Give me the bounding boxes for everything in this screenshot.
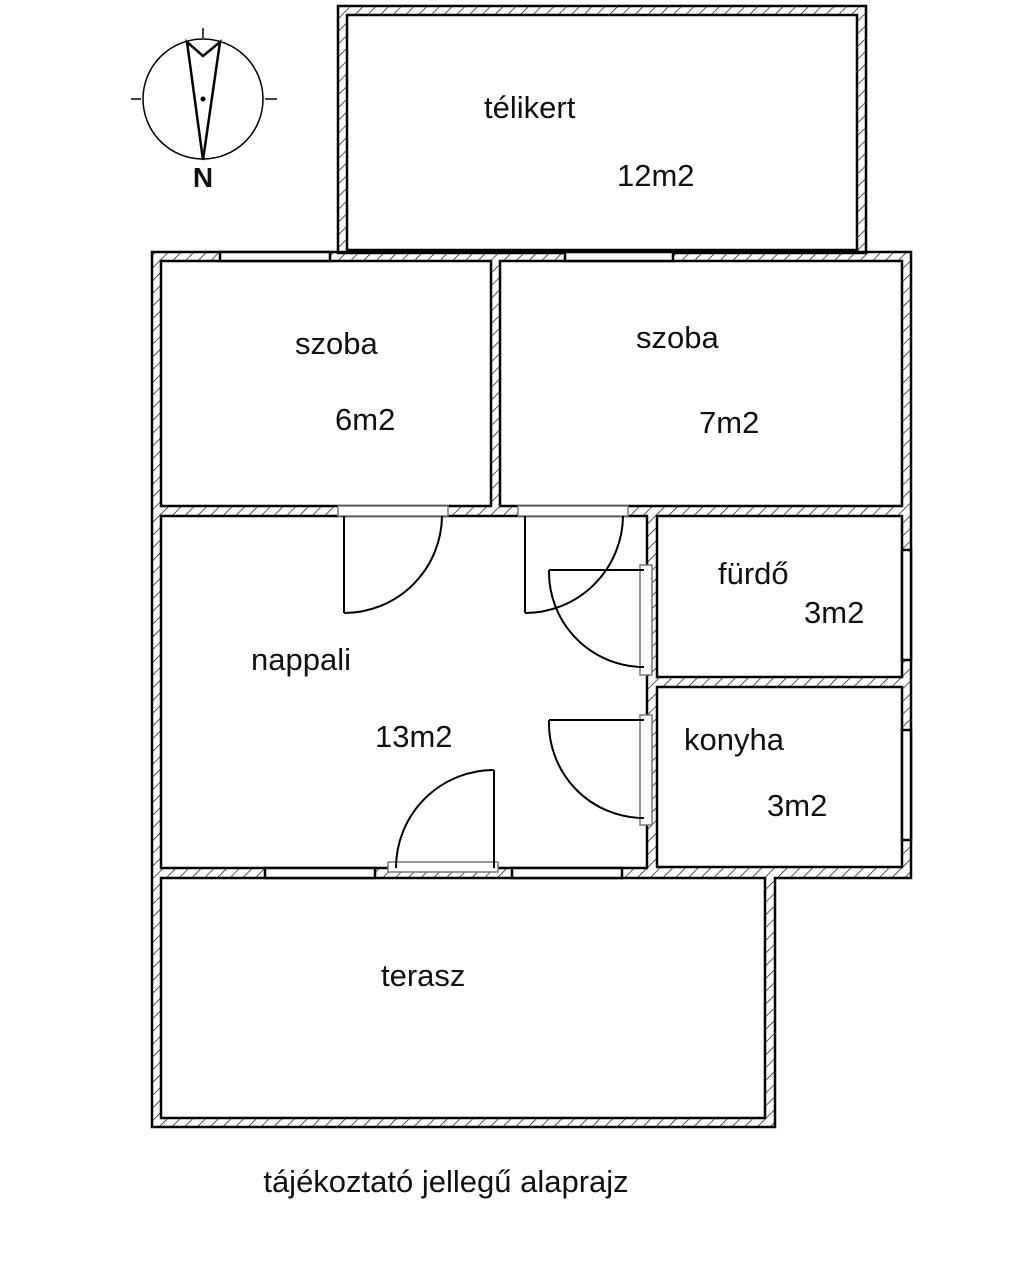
nappali-name: nappali <box>251 642 351 677</box>
compass-north-label: N <box>193 162 213 193</box>
telikert-walls <box>336 4 868 255</box>
nappali-area: 13m2 <box>375 719 453 754</box>
compass-rose-icon: N <box>131 28 277 193</box>
szoba-1-name: szoba <box>295 326 378 361</box>
szoba-2-area: 7m2 <box>699 405 759 440</box>
furdo-area: 3m2 <box>804 595 864 630</box>
main-walls <box>150 250 913 1129</box>
konyha-area: 3m2 <box>767 788 827 823</box>
wall-openings <box>218 250 913 880</box>
telikert-area: 12m2 <box>617 158 695 193</box>
szoba-2-name: szoba <box>636 320 719 355</box>
doors <box>337 505 653 873</box>
terasz-name: terasz <box>381 958 465 993</box>
furdo-name: fürdő <box>718 556 789 591</box>
szoba-1-area: 6m2 <box>335 402 395 437</box>
plan-caption: tájékoztató jellegű alaprajz <box>263 1164 628 1199</box>
room-labels: télikert 12m2 szoba 6m2 szoba 7m2 fürdő … <box>251 90 864 993</box>
telikert-name: télikert <box>484 90 576 125</box>
konyha-name: konyha <box>684 722 785 757</box>
